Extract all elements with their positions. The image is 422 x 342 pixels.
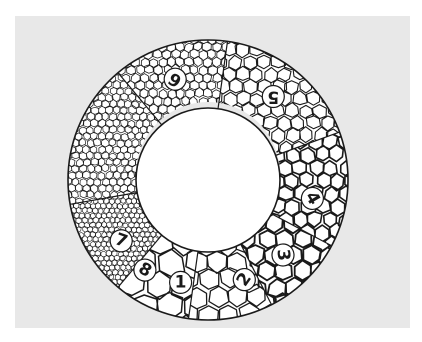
label-number: 1	[175, 272, 187, 292]
segment-label-5: 5	[262, 86, 284, 108]
inner-ring-edge	[136, 108, 280, 252]
label-number: 3	[273, 248, 294, 262]
segment-label-1: 1	[170, 271, 192, 293]
label-number: 5	[267, 87, 279, 107]
